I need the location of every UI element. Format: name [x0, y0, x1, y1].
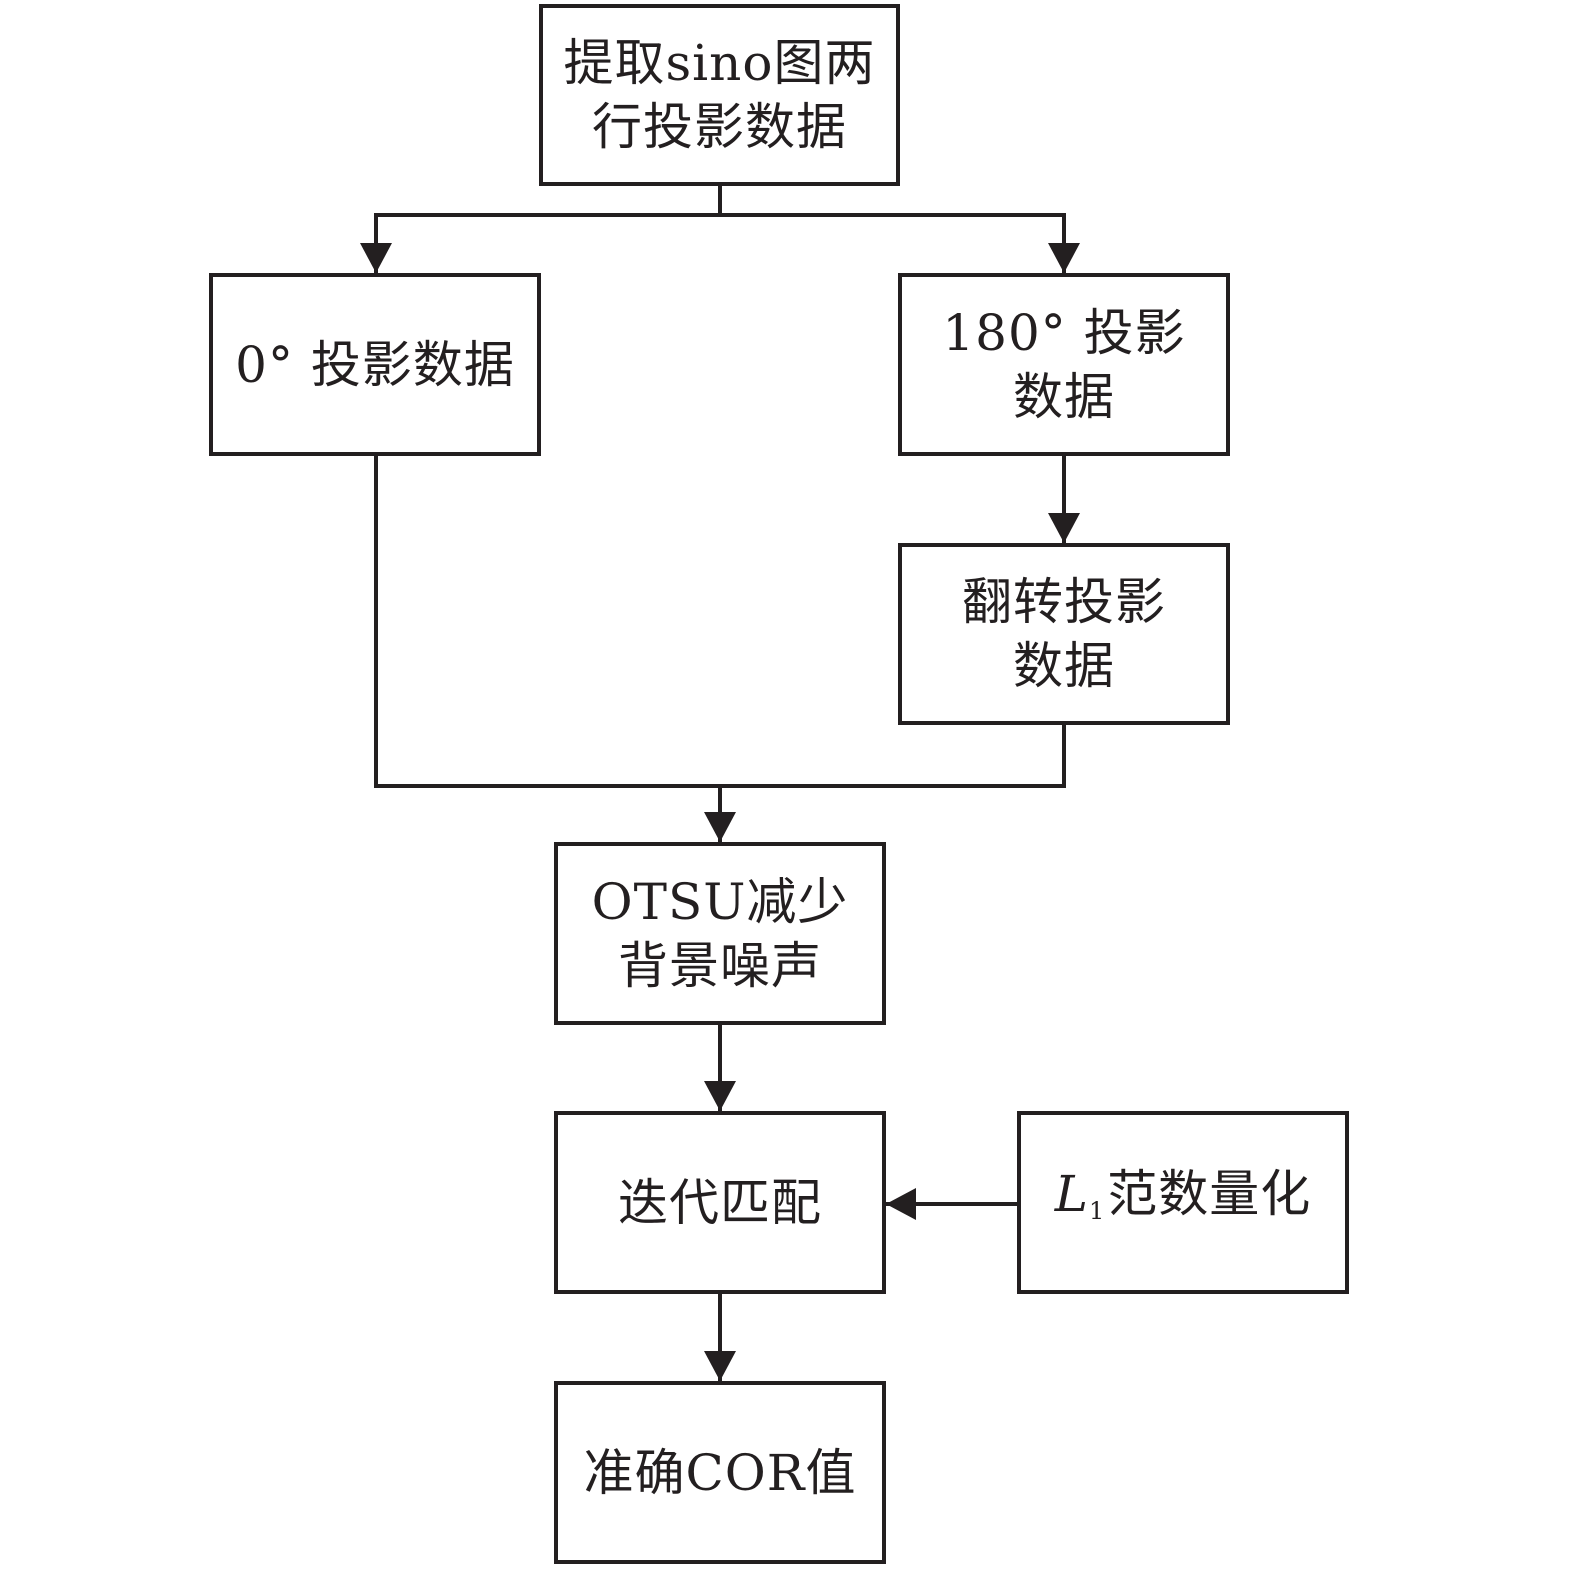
node-label-line: 数据 [1013, 637, 1115, 695]
node-label-line: 翻转投影 [962, 573, 1166, 631]
node-l1-norm-quantification: L1范数量化 [1017, 1111, 1349, 1294]
l1-subscript: 1 [1088, 1197, 1106, 1225]
node-label-line: 数据 [1013, 367, 1115, 426]
node-180-degree-projection: 180° 投影 数据 [898, 273, 1230, 456]
node-label-line: L1范数量化 [1055, 1162, 1311, 1243]
l1-text: 范数量化 [1107, 1165, 1312, 1223]
node-label-line: 0° 投影数据 [235, 335, 515, 394]
node-flip-projection: 翻转投影 数据 [898, 543, 1230, 725]
node-label-line: 背景噪声 [618, 936, 822, 995]
node-label-line: 行投影数据 [592, 98, 847, 156]
edge-extract-to-180 [720, 213, 1080, 273]
edge-extract-to-split [360, 186, 722, 273]
node-zero-degree-projection: 0° 投影数据 [209, 273, 541, 456]
node-label-line: 准确COR值 [583, 1443, 857, 1502]
node-label-line: 提取sino图两 [563, 34, 876, 92]
node-label-line: 迭代匹配 [618, 1173, 822, 1232]
node-accurate-cor: 准确COR值 [554, 1381, 886, 1564]
l1-symbol: L [1054, 1165, 1089, 1223]
node-otsu-denoise: OTSU减少 背景噪声 [554, 842, 886, 1025]
node-label-line: OTSU减少 [591, 872, 849, 931]
node-label-line: 180° 投影 [942, 303, 1186, 362]
node-extract-sino-rows: 提取sino图两 行投影数据 [539, 4, 900, 186]
node-iterative-matching: 迭代匹配 [554, 1111, 886, 1294]
